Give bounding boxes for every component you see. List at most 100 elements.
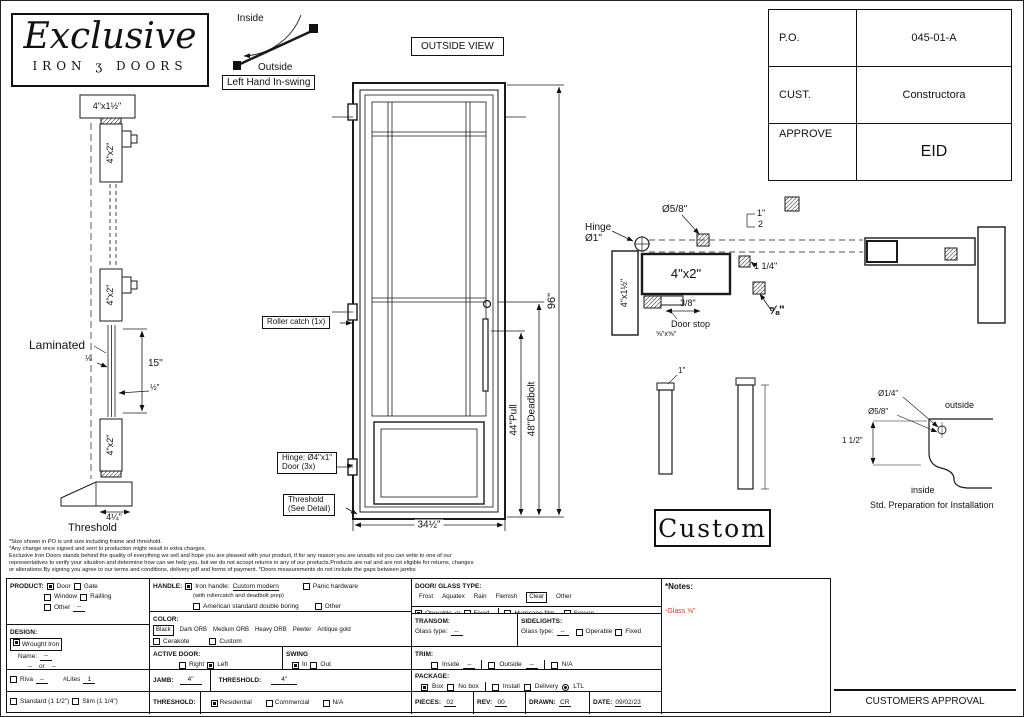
threshold-na-checkbox[interactable] (323, 699, 331, 707)
install-dia58-label: Ø5/8" (868, 407, 889, 416)
threshold-commercial-checkbox[interactable] (265, 699, 273, 707)
jamb-top-size-label: 4"x2" (105, 142, 116, 164)
product-other-checkbox[interactable] (44, 604, 51, 612)
transom-glass-label: Glass type: (415, 628, 448, 636)
product-window-checkbox[interactable] (44, 593, 51, 601)
standard-label: Standard (1 1/2") (20, 698, 70, 705)
design-alt-right: -- (48, 663, 60, 669)
design-wrought-checkbox[interactable] (13, 639, 20, 647)
glass-option-frost[interactable]: Frost (419, 593, 434, 601)
approve-label: APPROVE (769, 124, 857, 180)
threshold-style-label: THRESHOLD: (153, 699, 196, 707)
transom-half: TRANSOM: Glass type:-- (412, 614, 517, 646)
product-other-value: -- (73, 603, 86, 612)
hinge-callout-line1: Hinge: Ø4"x1" (282, 453, 333, 462)
color-option-dark-orb[interactable]: Dark ORB (179, 627, 208, 634)
glass-screen-checkbox[interactable] (563, 609, 571, 613)
outside-view-label: OUTSIDE VIEW (411, 37, 504, 56)
door-stop-size-label: ⅝"x⅝" (656, 331, 677, 338)
plan-hinge-label: Hinge (585, 222, 612, 233)
glass-option-other[interactable]: Other (556, 593, 572, 601)
riva-checkbox[interactable] (10, 676, 17, 684)
head-jamb-size-label: 4"x1½" (92, 101, 122, 112)
sidelights-glass-label: Glass type: (521, 628, 554, 636)
customers-approval: CUSTOMERS APPROVAL (834, 689, 1016, 707)
fine-print: *Size shown in PO is unit size including… (9, 539, 584, 574)
glass-height-dim: 15" (148, 358, 163, 369)
slim-checkbox[interactable] (72, 698, 80, 706)
color-custom-checkbox[interactable] (209, 638, 217, 646)
trim-outside-value: -- (525, 661, 538, 669)
meta-cell: PIECES:02 REV:00 DRAWN:CR DATE:09/02/23 (412, 692, 662, 714)
po-row: P.O. 045-01-A (769, 10, 1011, 67)
approve-row: APPROVE EID (769, 124, 1011, 180)
threshold-residential-checkbox[interactable] (210, 699, 218, 707)
jamb-bottom-size-label: 4"x2" (105, 434, 116, 456)
package-nobox-checkbox[interactable] (447, 683, 455, 691)
rev-field: REV:00 (474, 692, 526, 714)
product-railing-checkbox[interactable] (80, 593, 88, 601)
trim-cell: TRIM: Inside -- Outside -- N/A (412, 647, 662, 670)
package-delivery-checkbox[interactable] (523, 683, 531, 691)
handle-other-checkbox[interactable] (314, 603, 322, 611)
plan-side-jamb-label: 4"x1½" (619, 278, 630, 308)
notes-title: *Notes: (665, 582, 694, 591)
handle-panic-checkbox[interactable] (302, 583, 310, 591)
door-elevation-drawing (332, 82, 526, 520)
package-box-checkbox[interactable] (421, 683, 428, 691)
install-dia14-label: Ø1/4" (878, 389, 899, 398)
threshold-callout: Threshold (See Detail) (283, 494, 336, 516)
active-left-checkbox[interactable] (207, 661, 215, 669)
swing-inside-label: Inside (237, 13, 264, 24)
color-option-antique-gold[interactable]: Antique gold (317, 627, 351, 634)
glass-fixed-checkbox[interactable] (463, 609, 471, 613)
color-cell: COLOR: Black Dark ORB Medium ORB Heavy O… (150, 612, 412, 647)
product-gate-checkbox[interactable] (73, 583, 81, 591)
jamb-cell: JAMB: 4" THRESHOLD: 4" (150, 670, 412, 692)
color-cerakote-checkbox[interactable] (153, 638, 160, 646)
active-right-checkbox[interactable] (179, 661, 186, 669)
trim-na-label: N/A (561, 661, 573, 669)
glass-option-aquatex[interactable]: Aquatex (442, 593, 465, 601)
trim-outside-checkbox[interactable] (488, 661, 496, 669)
fine-print-line: Exclusive Iron Doors stands behind the q… (9, 552, 452, 559)
glass-hurricane-checkbox[interactable] (504, 609, 512, 613)
fine-print-line: *Size shown in PO is unit size including… (9, 539, 163, 545)
width-dim: 34½" (414, 519, 444, 531)
sidelights-fixed-checkbox[interactable] (615, 628, 623, 636)
product-door-checkbox[interactable] (46, 583, 54, 591)
active-door-label: ACTIVE DOOR: (153, 651, 201, 658)
color-option-medium-orb[interactable]: Medium ORB (213, 627, 250, 634)
sidelights-operable-checkbox[interactable] (575, 628, 583, 636)
order-spec-form: PRODUCT: Door Gate Window Railling Other… (6, 578, 831, 714)
standard-checkbox[interactable] (10, 698, 17, 706)
handle-american-checkbox[interactable] (193, 603, 200, 611)
trim-na-checkbox[interactable] (550, 661, 558, 669)
design-wrought-label: Wrought Iron (21, 641, 60, 649)
handle-label: HANDLE: (153, 583, 183, 590)
package-install-checkbox[interactable] (491, 683, 499, 691)
date-label: DATE: (593, 699, 613, 707)
active-left-label: Left (217, 661, 229, 669)
color-selected-black[interactable]: Black (153, 625, 174, 637)
swing-in-checkbox[interactable] (292, 661, 299, 669)
custom-design-label: Custom (654, 509, 771, 547)
package-ltl-radio[interactable] (562, 683, 570, 691)
swing-handing-label: Left Hand In-swing (222, 75, 316, 90)
glass-selected-clear[interactable]: Clear (526, 592, 548, 604)
color-option-heavy-orb[interactable]: Heavy ORB (255, 627, 287, 634)
trim-inside-checkbox[interactable] (431, 661, 438, 669)
glass-operable-checkbox[interactable] (415, 609, 422, 613)
handle-iron-label: Iron handle: (195, 583, 230, 590)
swing-out-checkbox[interactable] (310, 661, 318, 669)
logo-word-iron: IRON (32, 59, 87, 73)
glass-option-flemish[interactable]: Flemish (495, 593, 518, 601)
handle-iron-checkbox[interactable] (185, 583, 193, 591)
logo-name: Exclusive (23, 16, 197, 57)
color-option-pewter[interactable]: Pewter (292, 627, 312, 634)
riva-value: -- (36, 676, 49, 684)
glass-option-rain[interactable]: Rain (473, 593, 487, 601)
handle-iron-subnote: (with rollercatch and deadbolt prep) (193, 593, 284, 600)
